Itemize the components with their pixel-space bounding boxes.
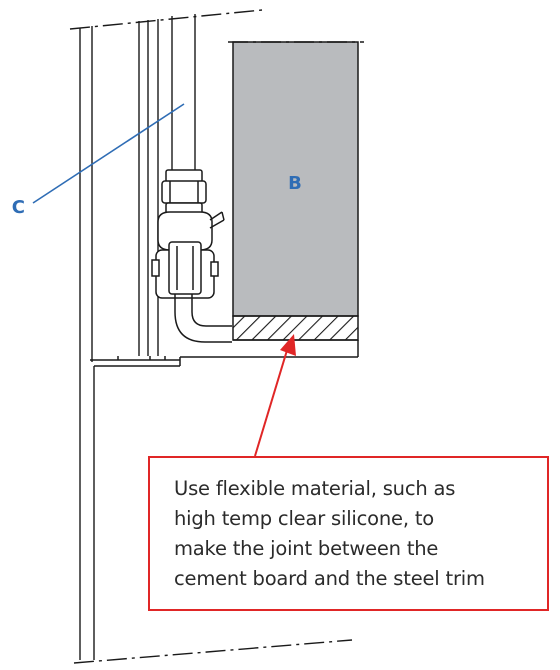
callout-line: Use flexible material, such as <box>174 477 456 500</box>
valve-fitting <box>151 169 225 299</box>
label-c: C <box>12 197 25 218</box>
cement-board-b <box>228 41 364 341</box>
label-b: B <box>288 173 302 194</box>
label-c-leader <box>32 103 185 204</box>
break-lines <box>69 9 353 664</box>
callout-line: high temp clear silicone, to <box>174 507 435 530</box>
wall-panel <box>79 19 159 660</box>
callout-line: cement board and the steel trim <box>174 567 485 590</box>
steel-trim <box>90 340 359 367</box>
bent-pipe <box>174 294 232 343</box>
callout-box: Use flexible material, such as high temp… <box>148 456 549 611</box>
callout-line: make the joint between the <box>174 537 439 560</box>
tube-c <box>171 14 196 174</box>
callout-arrow <box>254 334 296 457</box>
